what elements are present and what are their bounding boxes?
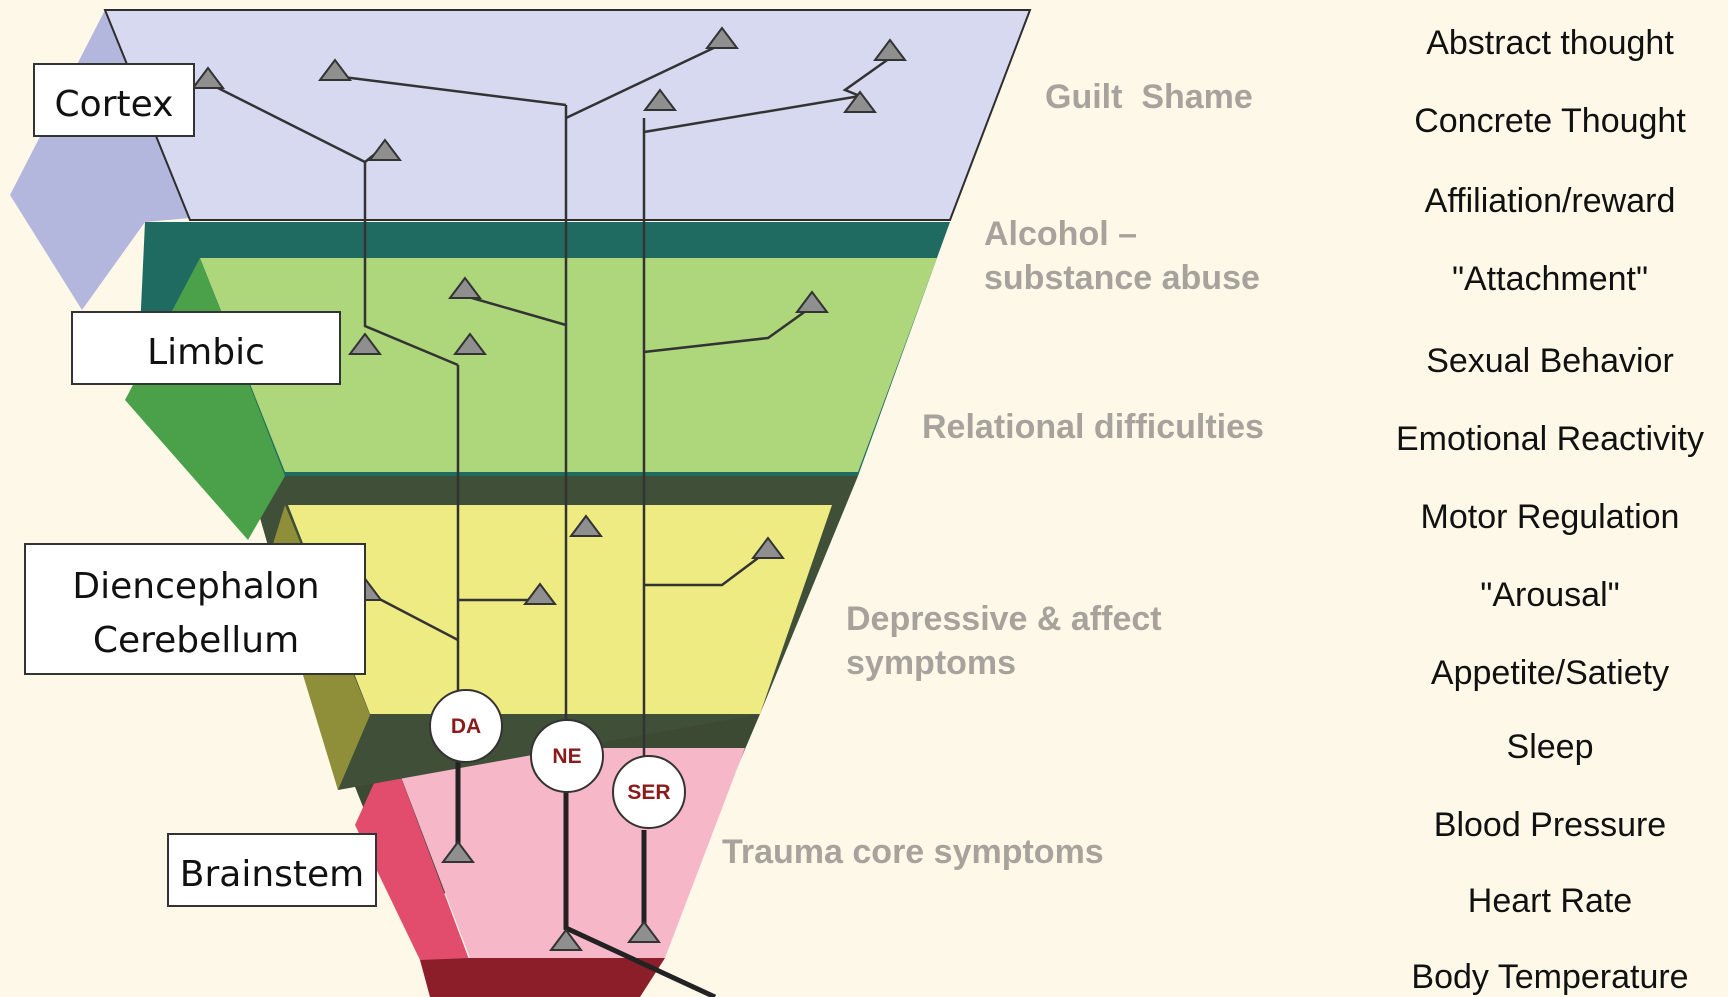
function-item: Blood Pressure (1434, 806, 1666, 844)
symptom-guilt-shame: Guilt Shame (1045, 78, 1253, 116)
function-item: Heart Rate (1468, 882, 1632, 920)
function-list: Abstract thought Concrete Thought Affili… (1396, 24, 1704, 996)
da-node: DA (430, 690, 502, 762)
symptom-relational: Relational difficulties (922, 408, 1264, 446)
symptom-trauma: Trauma core symptoms (722, 833, 1104, 871)
function-item: Sleep (1507, 728, 1594, 766)
ne-label: NE (552, 745, 581, 768)
diencephalon-label-line1: Diencephalon (72, 566, 319, 607)
function-item: Affiliation/reward (1425, 182, 1676, 220)
ne-node: NE (531, 720, 603, 792)
limbic-label: Limbic (147, 332, 265, 373)
symptom-depressive-line2: symptoms (846, 644, 1016, 682)
diencephalon-front (288, 505, 832, 714)
brainstem-label: Brainstem (180, 854, 364, 895)
cortex-label: Cortex (55, 84, 174, 125)
function-item: Emotional Reactivity (1396, 420, 1704, 458)
diencephalon-label-box: Diencephalon Cerebellum (25, 544, 365, 674)
brainstem-bottom (420, 958, 665, 997)
function-item: "Arousal" (1480, 576, 1619, 614)
function-item: Body Temperature (1411, 958, 1688, 996)
brainstem-label-box: Brainstem (168, 834, 376, 906)
symptom-alcohol-line2: substance abuse (984, 259, 1260, 297)
ser-node: SER (613, 756, 685, 828)
da-label: DA (451, 715, 481, 738)
ser-label: SER (627, 781, 670, 804)
function-item: "Attachment" (1452, 260, 1648, 298)
diencephalon-label-line2: Cerebellum (93, 620, 299, 661)
symptom-alcohol-line1: Alcohol – (984, 215, 1137, 253)
cortex-label-box: Cortex (34, 64, 194, 136)
function-item: Sexual Behavior (1426, 342, 1674, 380)
function-item: Concrete Thought (1414, 102, 1686, 140)
function-item: Appetite/Satiety (1431, 654, 1669, 692)
function-item: Abstract thought (1426, 24, 1674, 62)
symptom-depressive-line1: Depressive & affect (846, 600, 1162, 638)
function-item: Motor Regulation (1421, 498, 1680, 536)
limbic-label-box: Limbic (72, 312, 340, 384)
